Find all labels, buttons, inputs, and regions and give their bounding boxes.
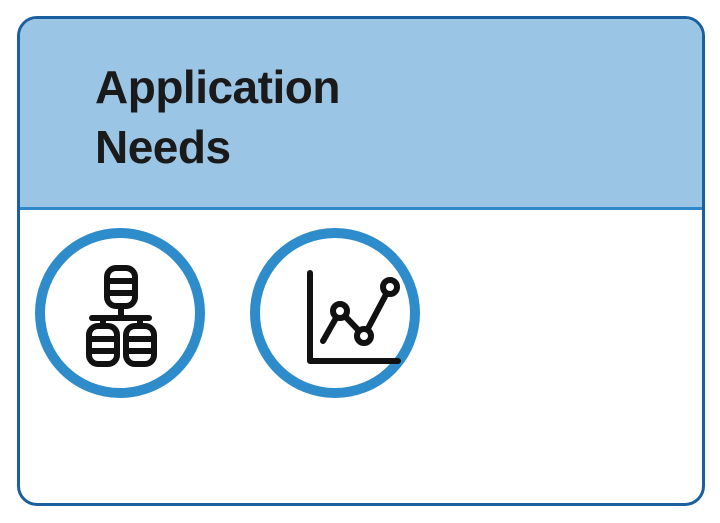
- application-needs-card: Application Needs: [17, 16, 705, 506]
- card-header: Application Needs: [20, 19, 702, 210]
- line-chart-glyph: [307, 270, 401, 364]
- card-title: Application Needs: [95, 57, 340, 177]
- database-network-glyph: [86, 265, 157, 367]
- database-network-icon: [35, 228, 205, 398]
- card-title-line-1: Application: [95, 61, 340, 113]
- card-title-line-2: Needs: [95, 121, 231, 173]
- line-chart-icon: [250, 228, 420, 398]
